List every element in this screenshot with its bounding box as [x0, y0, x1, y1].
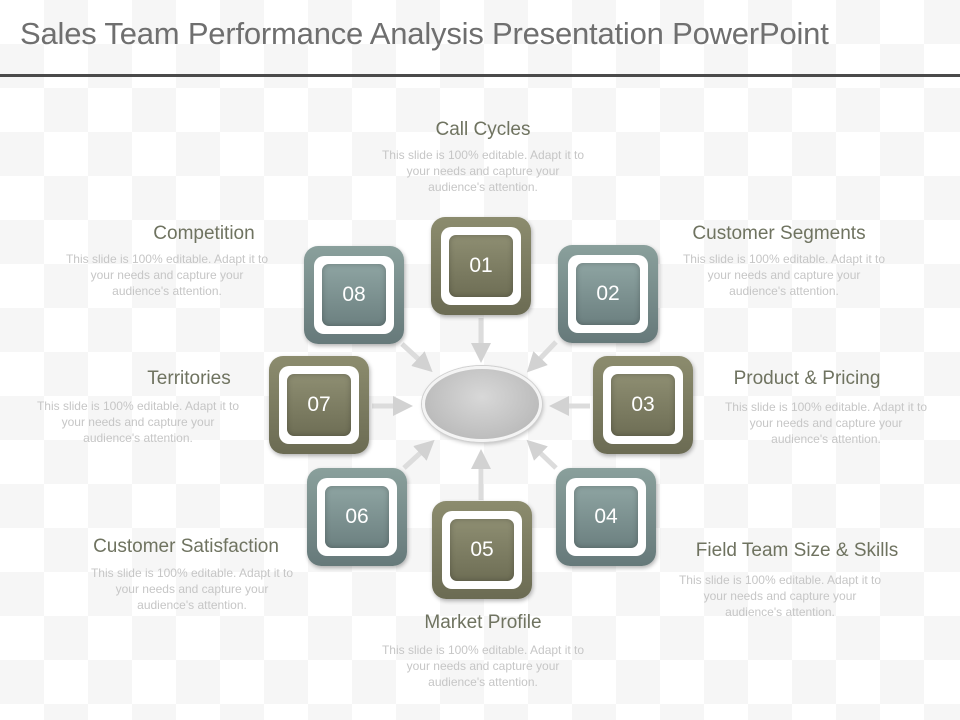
node-number: 02	[576, 263, 640, 325]
node-tile-05: 05	[432, 501, 532, 599]
node-desc-08: This slide is 100% editable. Adapt it to…	[65, 252, 269, 298]
node-desc-02: This slide is 100% editable. Adapt it to…	[682, 252, 886, 298]
node-number: 03	[611, 374, 675, 436]
node-number: 01	[449, 235, 513, 297]
slide-title: Sales Team Performance Analysis Presenta…	[20, 16, 829, 51]
arrow-02	[526, 340, 558, 373]
node-number: 06	[325, 486, 389, 548]
node-label-01: Call Cycles	[435, 119, 531, 140]
arrow-04	[526, 439, 558, 470]
arrow-06	[402, 439, 435, 470]
node-tile-03: 03	[593, 356, 693, 454]
node-label-07: Territories	[147, 368, 231, 389]
title-divider	[0, 74, 960, 77]
center-hub	[422, 366, 542, 442]
node-tile-04: 04	[556, 468, 656, 566]
node-label-08: Competition	[153, 223, 255, 244]
node-tile-08: 08	[304, 246, 404, 344]
node-number: 04	[574, 486, 638, 548]
node-desc-05: This slide is 100% editable. Adapt it to…	[381, 643, 585, 689]
node-label-02: Customer Segments	[692, 223, 866, 244]
node-tile-07: 07	[269, 356, 369, 454]
node-number: 05	[450, 519, 514, 581]
node-label-04: Field Team Size & Skills	[695, 540, 899, 561]
node-desc-07: This slide is 100% editable. Adapt it to…	[36, 399, 240, 445]
node-tile-02: 02	[558, 245, 658, 343]
node-number: 07	[287, 374, 351, 436]
node-desc-04: This slide is 100% editable. Adapt it to…	[678, 573, 882, 619]
node-tile-06: 06	[307, 468, 407, 566]
node-desc-06: This slide is 100% editable. Adapt it to…	[90, 566, 294, 612]
node-desc-03: This slide is 100% editable. Adapt it to…	[724, 400, 928, 446]
node-number: 08	[322, 264, 386, 326]
node-label-03: Product & Pricing	[733, 368, 881, 389]
node-tile-01: 01	[431, 217, 531, 315]
node-desc-01: This slide is 100% editable. Adapt it to…	[381, 148, 585, 194]
arrow-08	[400, 342, 433, 373]
node-label-06: Customer Satisfaction	[93, 536, 279, 557]
node-label-05: Market Profile	[424, 612, 542, 633]
